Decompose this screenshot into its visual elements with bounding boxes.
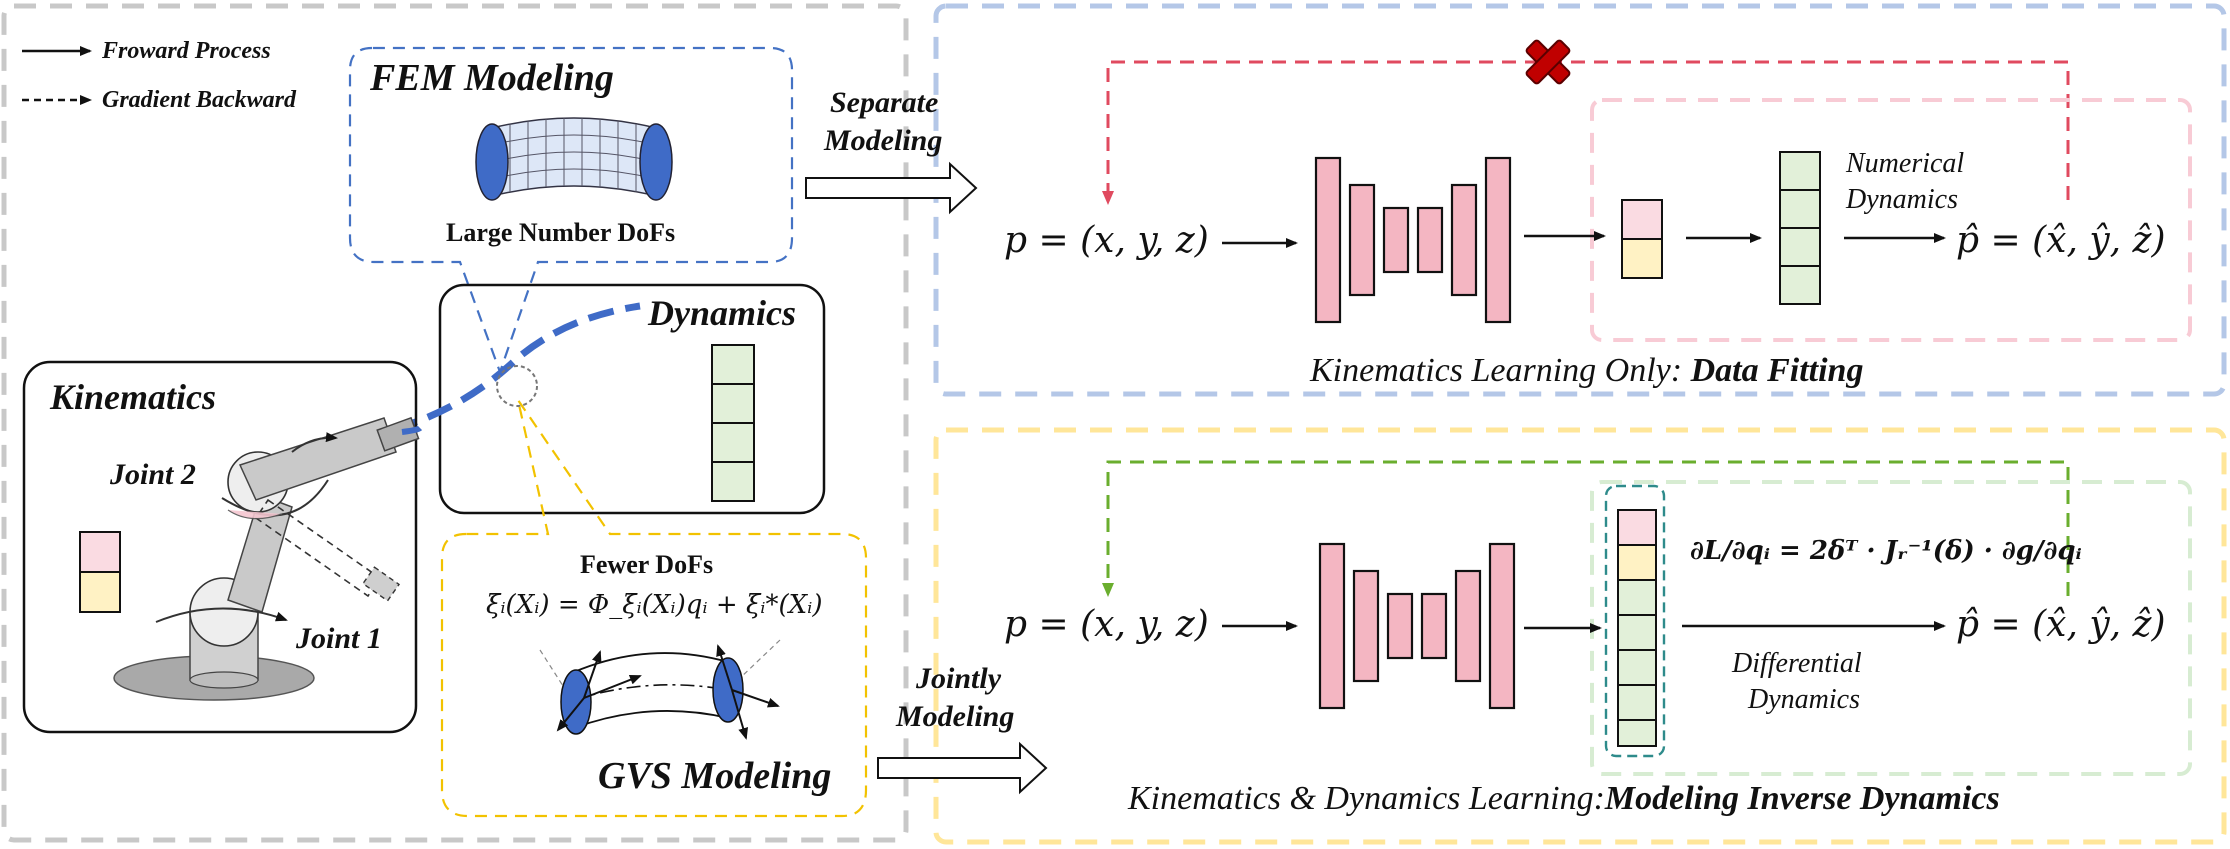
bottom-caption-italic: Kinematics & Dynamics Learning: bbox=[1128, 780, 1605, 817]
fem-callout bbox=[348, 46, 794, 376]
top-data-fitting-region bbox=[1590, 98, 2192, 342]
fem-caption: Large Number DoFs bbox=[446, 218, 676, 247]
separate-label-2: Modeling bbox=[824, 124, 943, 157]
dynamics-title: Dynamics bbox=[648, 293, 796, 333]
top-right-panel bbox=[933, 3, 2227, 397]
fem-title: FEM Modeling bbox=[370, 57, 614, 99]
gvs-callout bbox=[440, 399, 868, 818]
gvs-segment-icon bbox=[539, 639, 781, 740]
dynamics-vector-icon bbox=[711, 344, 755, 502]
top-caption: Kinematics Learning Only: Data Fitting bbox=[1310, 352, 1863, 390]
left-panel bbox=[1, 3, 909, 843]
fem-mesh-icon bbox=[475, 117, 673, 201]
dynamics-box bbox=[438, 283, 826, 515]
jointly-label-1: Jointly bbox=[916, 662, 1002, 695]
joint1-label: Joint 1 bbox=[296, 622, 382, 655]
top-dynamics-vector-icon bbox=[1779, 151, 1821, 305]
top-caption-bold: Data Fitting bbox=[1690, 352, 1864, 389]
legend-backward-label: Gradient Backward bbox=[102, 87, 297, 113]
jointly-label-2: Modeling bbox=[896, 700, 1015, 733]
top-caption-italic: Kinematics Learning Only: bbox=[1310, 352, 1691, 389]
gvs-title: GVS Modeling bbox=[598, 755, 832, 797]
bottom-right-panel bbox=[933, 427, 2227, 845]
bottom-gradient-formula: ∂L/∂qᵢ = 2δᵀ · Jᵣ⁻¹(δ) · ∂g/∂qᵢ bbox=[1690, 536, 2082, 566]
separate-modeling-arrow bbox=[805, 161, 978, 215]
bottom-network-icon bbox=[1318, 542, 1516, 710]
bottom-output-formula: p̂ = (x̂, ŷ, ẑ) bbox=[1956, 604, 2166, 645]
bottom-annotation-2: Dynamics bbox=[1748, 684, 1860, 715]
bottom-joint-vector-icon bbox=[1617, 509, 1657, 747]
jointly-modeling-arrow bbox=[877, 741, 1048, 795]
top-network-icon bbox=[1314, 156, 1512, 324]
joint2-label: Joint 2 bbox=[110, 458, 196, 491]
cross-icon bbox=[1525, 39, 1571, 85]
bottom-caption: Kinematics & Dynamics Learning:Modeling … bbox=[1128, 780, 2000, 818]
kinematics-vector-icon bbox=[79, 531, 121, 613]
bottom-caption-bold: Modeling Inverse Dynamics bbox=[1604, 780, 2000, 817]
top-input-formula: p = (x, y, z) bbox=[1004, 220, 1209, 261]
bottom-joint-vector-frame bbox=[1604, 484, 1666, 758]
kinematics-box bbox=[22, 360, 418, 734]
bottom-gradient-backward-arrow bbox=[1102, 460, 2070, 597]
legend-forward-label: Froward Process bbox=[102, 38, 271, 64]
top-annotation-1: Numerical bbox=[1846, 148, 1965, 179]
gvs-caption: Fewer DoFs bbox=[580, 550, 714, 579]
rod-zoom-circle bbox=[496, 365, 538, 407]
separate-label-1: Separate bbox=[830, 86, 939, 119]
bottom-input-formula: p = (x, y, z) bbox=[1004, 604, 1209, 645]
top-latent-icon bbox=[1621, 199, 1663, 279]
top-gradient-backward-arrow bbox=[1102, 60, 2070, 205]
robot-arm-icon bbox=[113, 416, 423, 701]
rod-curve bbox=[391, 302, 641, 434]
top-output-formula: p̂ = (x̂, ŷ, ẑ) bbox=[1956, 220, 2166, 261]
top-annotation-2: Dynamics bbox=[1846, 184, 1958, 215]
kinematics-title: Kinematics bbox=[50, 377, 217, 417]
bottom-annotation-1: Differential bbox=[1732, 648, 1862, 679]
gvs-formula: ξᵢ(Xᵢ) = Φ_ξᵢ(Xᵢ)qᵢ + ξᵢ*(Xᵢ) bbox=[486, 590, 823, 620]
